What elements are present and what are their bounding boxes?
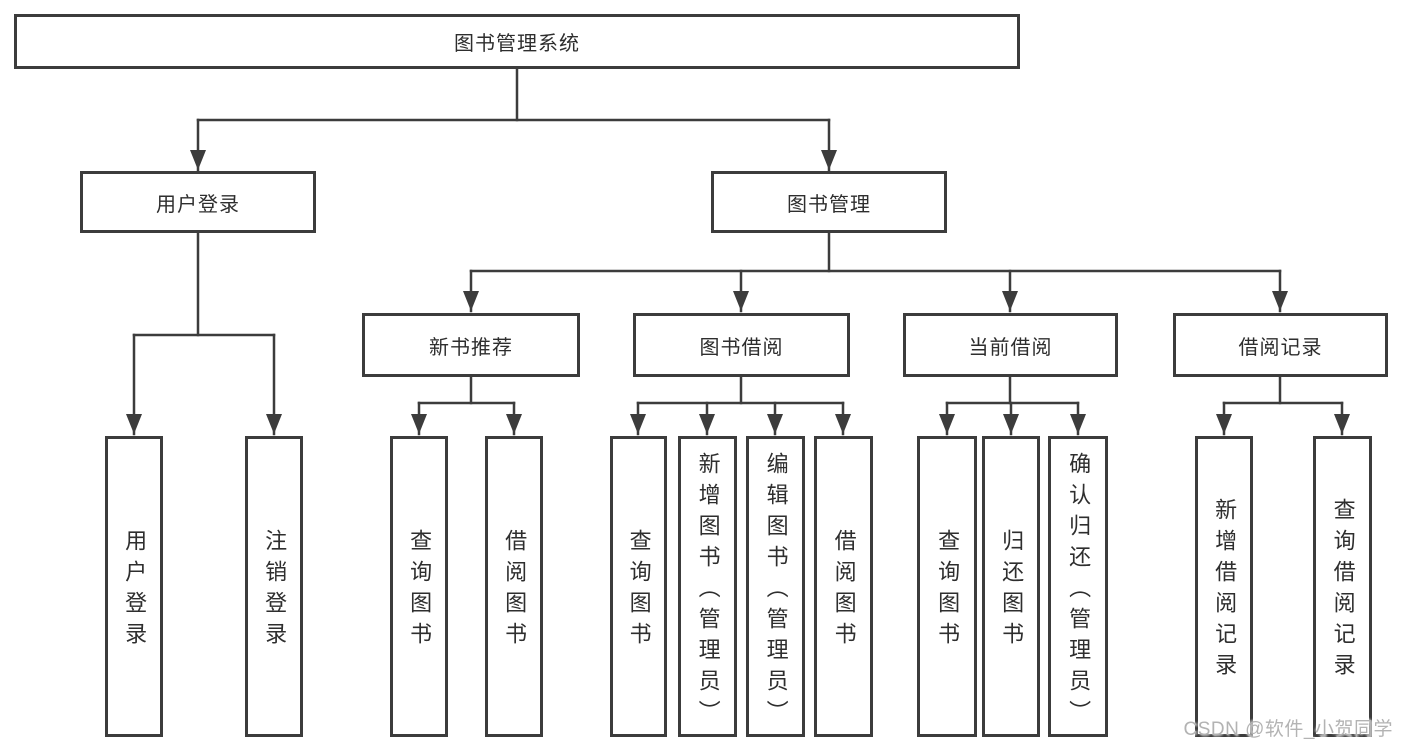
leaf-borrow-book-recommend-label: 借阅图书 (502, 529, 528, 653)
leaf-add-book-admin-label: 新增图书（管理员） (695, 451, 721, 731)
node-current-borrowing: 当前借阅 (903, 313, 1118, 377)
leaf-borrow-book: 借阅图书 (814, 436, 873, 737)
connector-book-borrow-to-leaves (630, 375, 851, 436)
leaf-add-book-admin: 新增图书（管理员） (678, 436, 737, 737)
node-book-borrowing-label: 图书借阅 (699, 336, 784, 359)
leaf-edit-book-admin-label: 编辑图书（管理员） (763, 451, 789, 731)
csdn-watermark: CSDN @软件_小贺同学 (1183, 719, 1393, 740)
node-new-book-recommend: 新书推荐 (362, 313, 580, 377)
node-root: 图书管理系统 (14, 14, 1020, 69)
leaf-confirm-return-admin-label: 确认归还（管理员） (1066, 451, 1092, 731)
node-book-management-label: 图书管理 (787, 193, 871, 216)
node-current-borrowing-label: 当前借阅 (968, 336, 1053, 359)
leaf-query-book-recommend-label: 查询图书 (407, 529, 433, 653)
connector-borrow-records-to-leaves (1216, 375, 1350, 436)
node-borrowing-records-label: 借阅记录 (1238, 336, 1323, 359)
connector-current-borrow-to-leaves (939, 375, 1086, 436)
node-book-management: 图书管理 (711, 171, 947, 233)
leaf-return-book: 归还图书 (982, 436, 1040, 737)
leaf-query-borrow-record: 查询借阅记录 (1313, 436, 1372, 737)
node-user-login: 用户登录 (80, 171, 316, 233)
connector-new-book-to-leaves (411, 375, 522, 436)
leaf-borrow-book-label: 借阅图书 (831, 529, 857, 653)
leaf-query-borrow-record-label: 查询借阅记录 (1330, 498, 1356, 684)
connector-user-login-to-leaves (126, 231, 282, 436)
leaf-return-book-label: 归还图书 (999, 529, 1025, 653)
leaf-query-book-borrow: 查询图书 (610, 436, 667, 737)
leaf-confirm-return-admin: 确认归还（管理员） (1048, 436, 1108, 737)
leaf-borrow-book-recommend: 借阅图书 (485, 436, 543, 737)
connector-root-to-level2 (190, 67, 837, 172)
node-book-borrowing: 图书借阅 (633, 313, 850, 377)
leaf-logout-label: 注销登录 (262, 529, 288, 653)
node-borrowing-records: 借阅记录 (1173, 313, 1388, 377)
connector-book-mgmt-to-level3 (463, 231, 1288, 313)
leaf-user-login: 用户登录 (105, 436, 163, 737)
leaf-query-book-current: 查询图书 (917, 436, 977, 737)
leaf-query-book-recommend: 查询图书 (390, 436, 448, 737)
leaf-user-login-label: 用户登录 (122, 529, 148, 653)
leaf-logout: 注销登录 (245, 436, 303, 737)
node-new-book-recommend-label: 新书推荐 (429, 336, 513, 359)
leaf-add-borrow-record-label: 新增借阅记录 (1212, 498, 1238, 684)
leaf-query-book-borrow-label: 查询图书 (626, 529, 652, 653)
leaf-add-borrow-record: 新增借阅记录 (1195, 436, 1253, 737)
node-user-login-label: 用户登录 (156, 193, 240, 216)
node-root-label: 图书管理系统 (454, 33, 580, 55)
leaf-query-book-current-label: 查询图书 (935, 529, 961, 653)
leaf-edit-book-admin: 编辑图书（管理员） (746, 436, 805, 737)
